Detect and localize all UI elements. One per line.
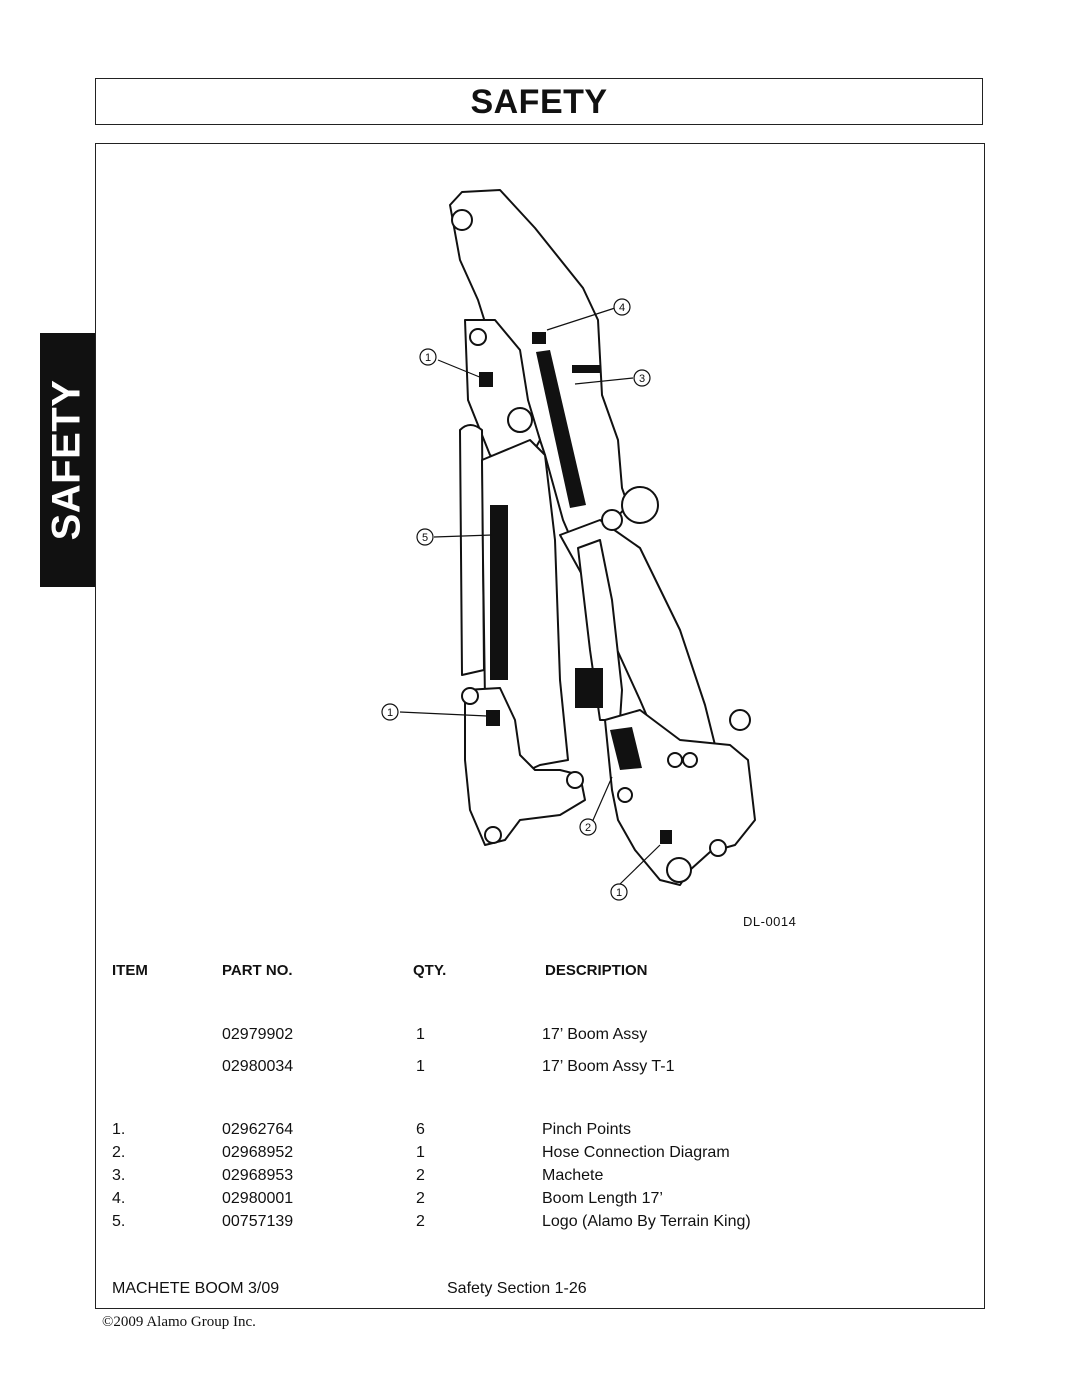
item-number: 4. xyxy=(112,1190,126,1207)
item-qty: 2 xyxy=(416,1213,425,1230)
item-qty: 2 xyxy=(416,1167,425,1184)
item-number: 2. xyxy=(112,1144,126,1161)
assembly-part-no: 02979902 xyxy=(222,1026,294,1043)
assembly-qty: 1 xyxy=(416,1058,425,1075)
callout-3 xyxy=(633,369,651,387)
item-description: Logo (Alamo By Terrain King) xyxy=(542,1213,751,1230)
item-part-no: 00757139 xyxy=(222,1213,294,1230)
item-qty: 2 xyxy=(416,1190,425,1207)
callout-label-1c: 1 xyxy=(616,887,622,899)
item-description: Pinch Points xyxy=(542,1121,631,1138)
item-number: 1. xyxy=(112,1121,126,1138)
col-header-item: ITEM xyxy=(112,962,148,979)
item-part-no: 02968953 xyxy=(222,1167,294,1184)
item-number: 3. xyxy=(112,1167,126,1184)
section-side-tab: SAFETY xyxy=(40,333,95,587)
callout-5 xyxy=(416,528,434,546)
item-qty: 6 xyxy=(416,1121,425,1138)
item-description: Boom Length 17’ xyxy=(542,1190,663,1207)
item-qty: 1 xyxy=(416,1144,425,1161)
callout-label-1a: 1 xyxy=(425,352,431,364)
callout-4 xyxy=(613,298,631,316)
col-header-qty: QTY. xyxy=(413,962,447,979)
assembly-qty: 1 xyxy=(416,1026,425,1043)
assembly-description: 17’ Boom Assy T-1 xyxy=(542,1058,675,1075)
callout-label-1b: 1 xyxy=(387,707,393,719)
assembly-part-no: 02980034 xyxy=(222,1058,294,1075)
item-part-no: 02968952 xyxy=(222,1144,294,1161)
drawing-id: DL-0014 xyxy=(743,914,797,929)
footer-page-number: Safety Section 1-26 xyxy=(447,1280,587,1297)
callout-1b xyxy=(381,703,399,721)
content-panel xyxy=(95,143,985,1309)
assembly-description: 17’ Boom Assy xyxy=(542,1026,648,1043)
callout-label-2: 2 xyxy=(585,822,591,834)
item-part-no: 02980001 xyxy=(222,1190,294,1207)
item-number: 5. xyxy=(112,1213,126,1230)
callout-1c xyxy=(610,883,628,901)
callout-label-5: 5 xyxy=(422,532,428,544)
col-header-description: DESCRIPTION xyxy=(545,962,648,979)
callout-label-3: 3 xyxy=(639,373,645,385)
page-header: SAFETY xyxy=(95,78,983,125)
page-title: SAFETY xyxy=(470,83,608,121)
col-header-part-no: PART NO. xyxy=(222,962,293,979)
footer-model: MACHETE BOOM 3/09 xyxy=(112,1280,280,1297)
item-description: Hose Connection Diagram xyxy=(542,1144,730,1161)
item-part-no: 02962764 xyxy=(222,1121,294,1138)
callout-1a xyxy=(419,348,437,366)
callout-label-4: 4 xyxy=(619,302,625,314)
copyright-notice: ©2009 Alamo Group Inc. xyxy=(102,1314,256,1330)
callout-2 xyxy=(579,818,597,836)
item-description: Machete xyxy=(542,1167,604,1184)
